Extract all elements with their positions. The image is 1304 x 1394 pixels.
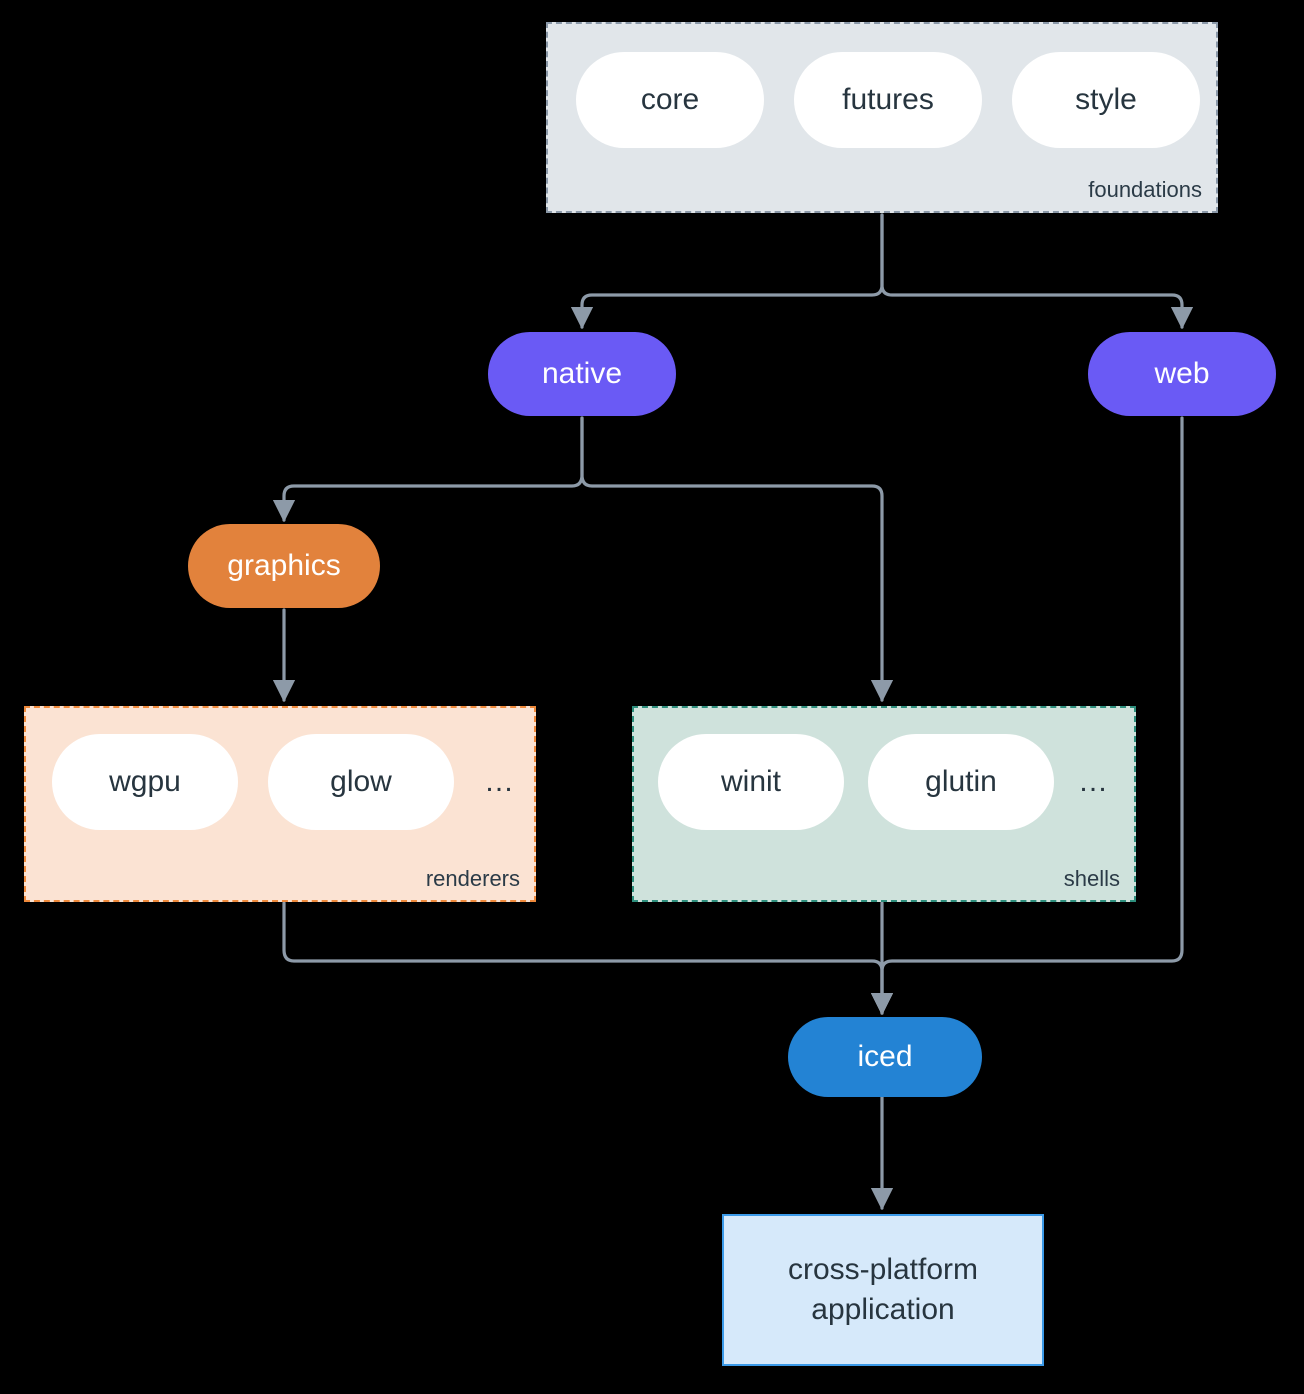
cluster-shells: winit glutin … shells — [632, 706, 1136, 902]
application-line-1: cross-platform — [787, 1253, 979, 1287]
node-glow[interactable]: glow — [268, 734, 454, 830]
node-native[interactable]: native — [488, 332, 676, 416]
node-style[interactable]: style — [1012, 52, 1200, 148]
edge-foundations-native — [570, 213, 884, 330]
node-iced[interactable]: iced — [788, 1017, 982, 1097]
node-iced-label: iced — [857, 1040, 913, 1073]
edge-renderers-iced — [282, 901, 894, 1016]
node-graphics-label: graphics — [227, 549, 341, 582]
node-web[interactable]: web — [1088, 332, 1276, 416]
shells-ellipsis: … — [1078, 765, 1110, 798]
cluster-label-renderers: renderers — [425, 866, 520, 891]
node-futures[interactable]: futures — [794, 52, 982, 148]
cluster-label-shells: shells — [1063, 866, 1120, 891]
node-core[interactable]: core — [576, 52, 764, 148]
edge-native-graphics — [272, 416, 584, 523]
edge-foundations-web — [880, 213, 1194, 330]
cluster-label-foundations: foundations — [1088, 177, 1202, 202]
application-line-2: application — [811, 1293, 955, 1326]
node-wgpu[interactable]: wgpu — [52, 734, 238, 830]
node-glutin[interactable]: glutin — [868, 734, 1054, 830]
node-native-label: native — [541, 357, 623, 390]
renderers-ellipsis: … — [484, 765, 516, 798]
node-graphics[interactable]: graphics — [188, 524, 380, 608]
node-cross-platform-application[interactable]: cross-platform application — [722, 1214, 1044, 1366]
node-winit[interactable]: winit — [658, 734, 844, 830]
cluster-foundations: core futures style foundations — [546, 22, 1218, 213]
edge-native-shells — [580, 416, 894, 703]
cluster-renderers: wgpu glow … renderers — [24, 706, 536, 902]
node-web-label: web — [1154, 357, 1210, 390]
